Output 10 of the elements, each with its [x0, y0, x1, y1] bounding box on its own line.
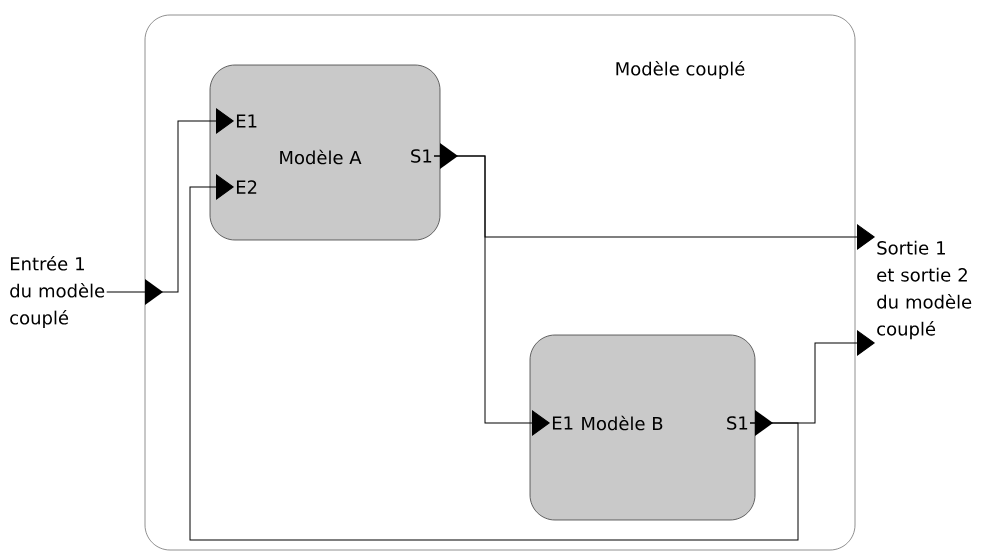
port-label: Sortie 1 et sortie 2 du modèle couplé [877, 240, 972, 340]
port-label: Entrée 1 du modèle couplé [10, 255, 105, 329]
port-label: E2 [237, 180, 257, 194]
port-label: S1 [411, 149, 432, 163]
port-label: E1 [237, 114, 257, 128]
port-label: E1 [553, 416, 573, 430]
connector-arrow [433, 155, 550, 436]
connector-arrow [189, 174, 799, 541]
connector-arrow [106, 108, 234, 293]
port-label: S1 [727, 416, 748, 430]
